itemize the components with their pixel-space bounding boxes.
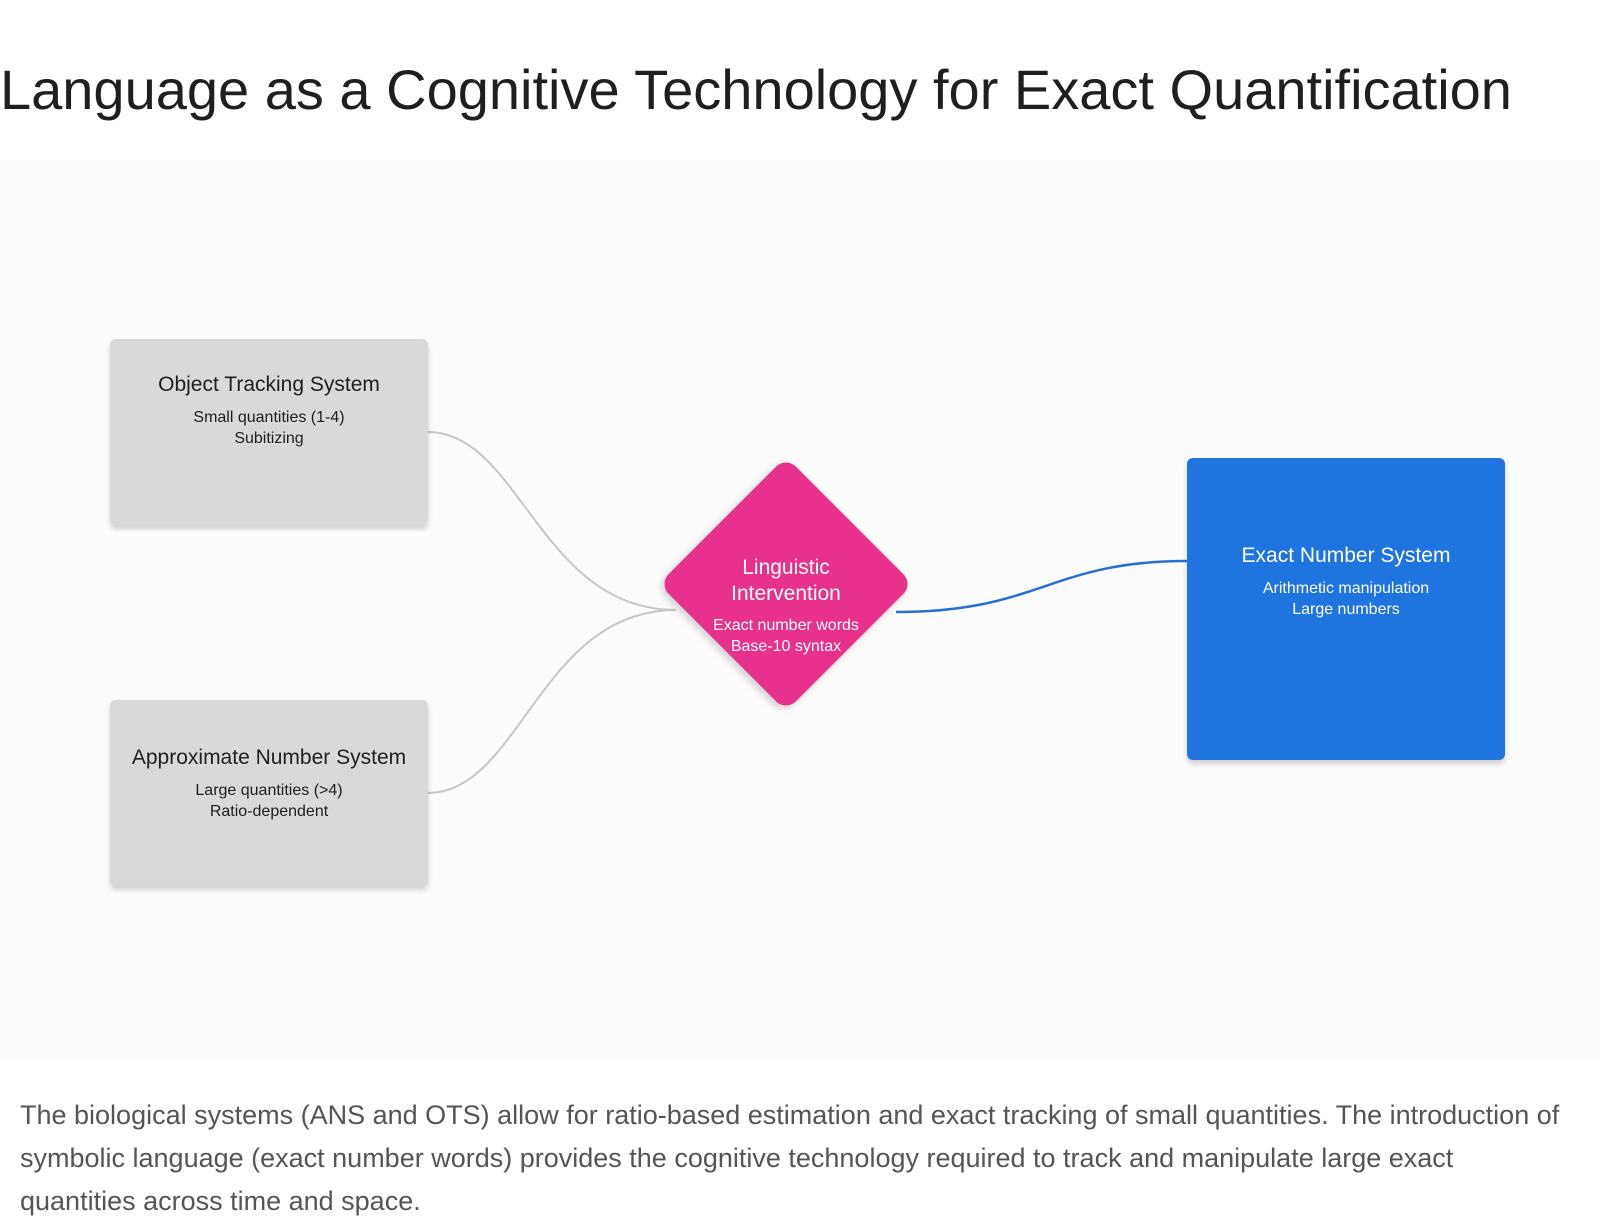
- node-detail: Small quantities (1-4): [193, 409, 345, 426]
- page-title: Language as a Cognitive Technology for E…: [0, 58, 1512, 121]
- node-title: Approximate Number System: [131, 746, 407, 769]
- node-detail: Large numbers: [1292, 601, 1400, 618]
- node-title: Object Tracking System: [158, 373, 380, 396]
- node-title: Linguistic Intervention: [676, 555, 896, 607]
- node-title-line: Linguistic: [742, 556, 830, 579]
- node-exact-number-system: Exact Number System Arithmetic manipulat…: [1187, 458, 1505, 760]
- figure-caption: The biological systems (ANS and OTS) all…: [20, 1100, 1560, 1216]
- node-detail: Subitizing: [234, 430, 304, 447]
- node-title-line: Intervention: [731, 582, 841, 605]
- node-detail: Large quantities (>4): [195, 782, 343, 799]
- node-object-tracking-system: Object Tracking System Small quantities …: [110, 339, 428, 525]
- node-detail: Arithmetic manipulation: [1262, 580, 1430, 597]
- node-approximate-number-system: Approximate Number System Large quantiti…: [110, 700, 428, 886]
- node-title: Exact Number System: [1241, 544, 1451, 567]
- node-detail: Ratio-dependent: [209, 803, 329, 820]
- node-detail: Base-10 syntax: [730, 638, 842, 655]
- node-detail: Exact number words: [713, 617, 859, 634]
- node-linguistic-intervention: Linguistic Intervention Exact number wor…: [676, 555, 896, 657]
